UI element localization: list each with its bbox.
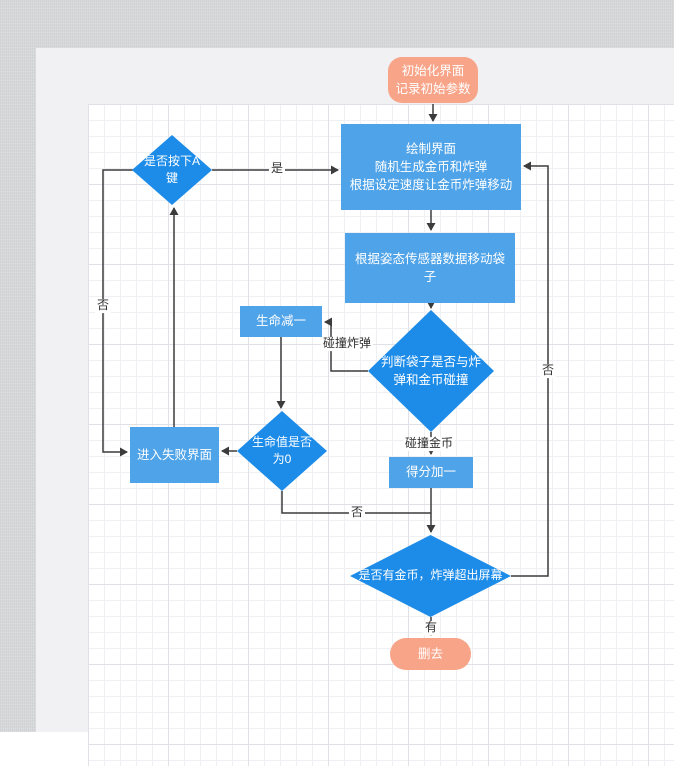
node-press-a-decision-label: 是否按下A 键	[143, 153, 200, 185]
node-score-plus[interactable]: 得分加一	[389, 457, 473, 488]
node-sensor-move-bag-label: 根据姿态传感器数据移动袋子	[354, 251, 505, 284]
edge-label-has[interactable]: 有	[422, 620, 440, 635]
node-delete[interactable]: 删去	[390, 638, 471, 670]
edge-label-hit-coin[interactable]: 碰撞金币	[402, 436, 456, 451]
node-life-minus[interactable]: 生命减一	[240, 306, 322, 337]
node-delete-label: 删去	[417, 646, 443, 661]
edge-label-hit-bomb[interactable]: 碰撞炸弹	[320, 336, 374, 351]
node-start[interactable]: 初始化界面 记录初始参数	[388, 57, 478, 103]
edge-label-no-life-zero[interactable]: 否	[348, 505, 366, 520]
node-draw-screen-label: 绘制界面 随机生成金币和炸弹 根据设定速度让金币炸弹移动	[349, 141, 513, 193]
node-fail-screen-label: 进入失败界面	[136, 447, 212, 462]
node-draw-screen[interactable]: 绘制界面 随机生成金币和炸弹 根据设定速度让金币炸弹移动	[341, 124, 521, 210]
node-sensor-move-bag[interactable]: 根据姿态传感器数据移动袋子	[345, 233, 515, 303]
edge-label-yes[interactable]: 是	[268, 161, 286, 176]
node-collision-decision-label: 判断袋子是否与炸 弹和金币碰撞	[380, 354, 481, 387]
node-score-plus-label: 得分加一	[405, 465, 456, 480]
node-life-minus-label: 生命减一	[255, 314, 306, 329]
node-offscreen-decision-label: 是否有金币，炸弹超出屏幕	[358, 568, 503, 583]
node-fail-screen[interactable]: 进入失败界面	[130, 427, 219, 483]
edge-label-no-press-a[interactable]: 否	[94, 298, 112, 313]
node-start-label: 初始化界面 记录初始参数	[395, 63, 471, 96]
edge-label-no-offscreen[interactable]: 否	[539, 363, 557, 378]
edge-lifezero-no-to-offscreen[interactable]	[281, 491, 431, 514]
node-life-zero-decision-label: 生命值是否 为0	[251, 434, 312, 466]
